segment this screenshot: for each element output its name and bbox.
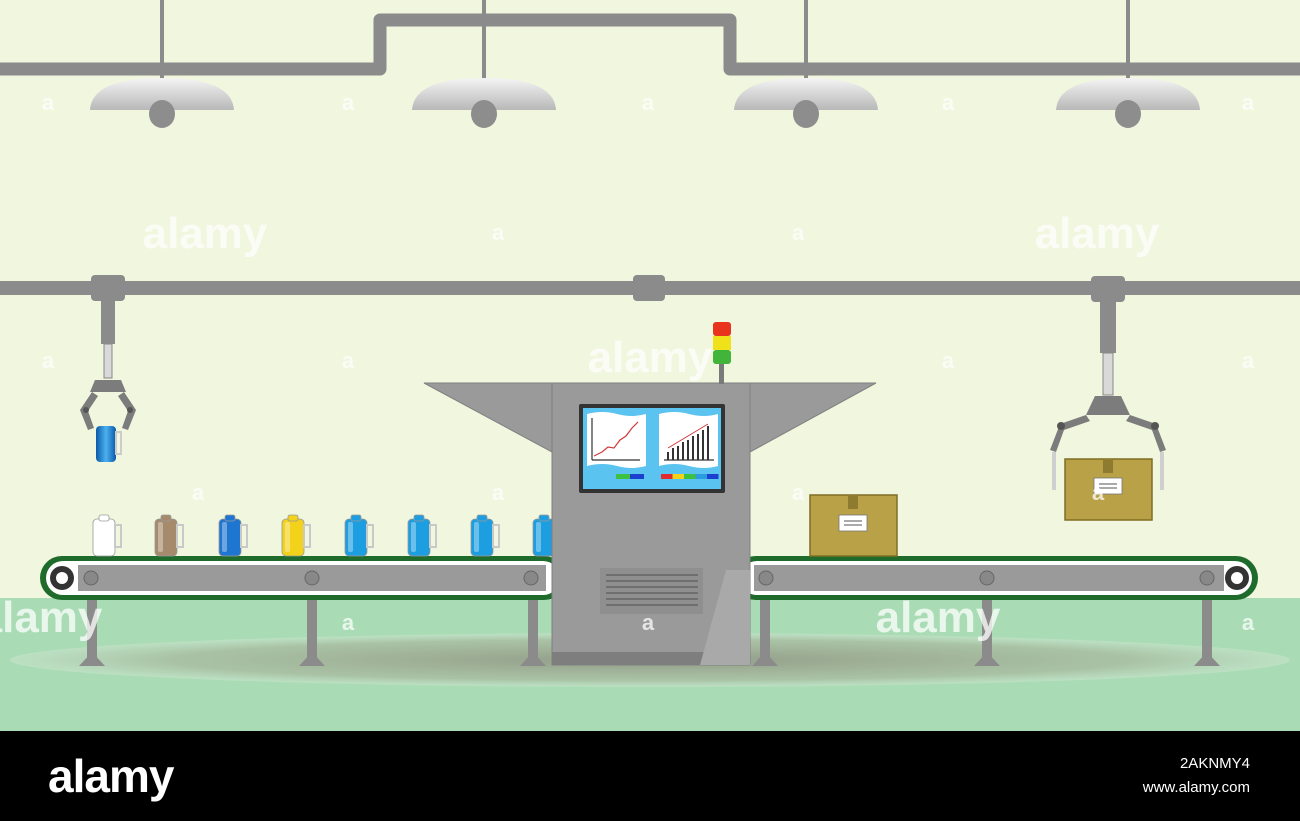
watermark-layer: alamy alamy alamy alamy alamy a a a a a …: [0, 90, 1255, 642]
watermark-small: a: [342, 90, 355, 115]
signal-green-light: [713, 350, 731, 364]
ceiling-lamp: [412, 0, 556, 128]
conveyor-legs: [79, 598, 1220, 666]
left-conveyor: [40, 556, 566, 600]
status-bar-segment: [630, 474, 644, 479]
footer-logo: alamy: [48, 750, 174, 802]
line-graph-panel: [587, 412, 646, 468]
held-can: [96, 426, 116, 462]
ceiling-pipe: [0, 13, 1300, 76]
status-bar-segment: [684, 474, 696, 479]
watermark-small: a: [642, 90, 655, 115]
signal-yellow-light: [713, 336, 731, 350]
cardboard-box: [809, 494, 898, 557]
watermark-small: a: [642, 610, 655, 635]
product-can-white: [92, 514, 122, 557]
watermark-small: a: [942, 90, 955, 115]
signal-red-light: [713, 322, 731, 336]
right-robot-arm: [1050, 276, 1166, 521]
product-can-blue: [344, 514, 374, 557]
product-can-brown: [154, 514, 184, 557]
watermark-large: alamy: [0, 593, 103, 642]
watermark-small: a: [1242, 90, 1255, 115]
right-conveyor: [734, 556, 1258, 600]
watermark-small: a: [1242, 348, 1255, 373]
status-bar-segment: [672, 474, 684, 479]
product-can-blue-dark: [218, 514, 248, 557]
site-url-label: www.alamy.com: [1142, 779, 1250, 796]
left-robot-arm: [80, 275, 136, 462]
factory-scene: alamy alamy alamy alamy alamy a a a a a …: [0, 0, 1300, 731]
rail-joint: [633, 275, 665, 301]
screen-status-bars-right: [661, 474, 719, 479]
watermark-small: a: [942, 348, 955, 373]
watermark-large: alamy: [143, 209, 268, 258]
status-bar-segment: [707, 474, 719, 479]
watermark-small: a: [42, 348, 55, 373]
watermark-small: a: [42, 90, 55, 115]
watermark-small: a: [192, 480, 205, 505]
signal-light-tower: [713, 322, 731, 384]
status-bar-segment: [616, 474, 630, 479]
screen-status-bars-left: [616, 474, 644, 479]
watermark-small: a: [792, 480, 805, 505]
watermark-large: alamy: [876, 593, 1001, 642]
watermark-small: a: [342, 348, 355, 373]
ceiling-lamp: [90, 0, 234, 128]
watermark-large: alamy: [588, 333, 713, 382]
watermark-small: a: [1092, 480, 1105, 505]
held-box: [1064, 458, 1153, 521]
watermark-small: a: [342, 610, 355, 635]
product-cans: [92, 514, 562, 557]
product-can-blue: [470, 514, 500, 557]
watermark-small: a: [492, 480, 505, 505]
watermark-small: a: [492, 220, 505, 245]
watermark-small: a: [1242, 610, 1255, 635]
watermark-small: a: [792, 220, 805, 245]
status-bar-segment: [695, 474, 707, 479]
ceiling-lamp: [734, 0, 878, 128]
image-id-label: 2AKNMY4: [1179, 755, 1250, 772]
stock-footer-bar: alamy 2AKNMY4 www.alamy.com: [0, 731, 1300, 821]
product-can-blue: [407, 514, 437, 557]
product-can-yellow: [281, 514, 311, 557]
ceiling-lamp: [1056, 0, 1200, 128]
status-bar-segment: [661, 474, 673, 479]
machine-monitor: [579, 404, 725, 493]
bar-graph-panel: [659, 412, 718, 468]
watermark-large: alamy: [1035, 209, 1160, 258]
